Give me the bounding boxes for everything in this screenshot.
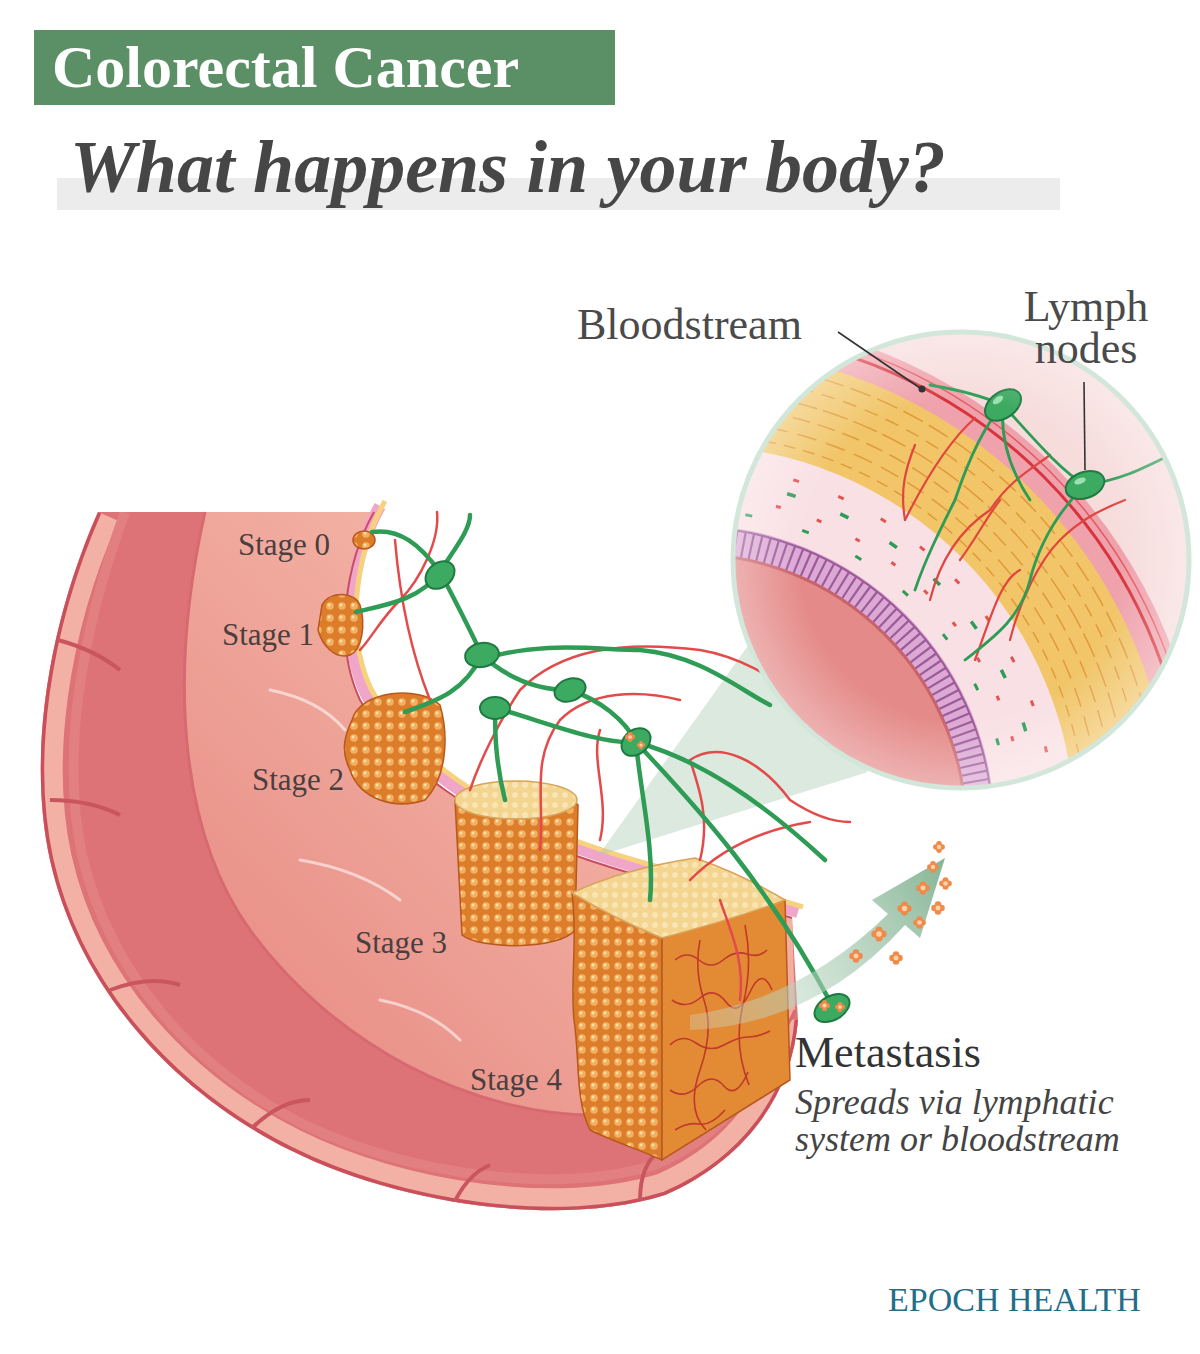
lymph-node xyxy=(551,674,589,706)
bloodstream-line xyxy=(182,322,1198,1338)
tumour-stage-1 xyxy=(318,594,363,655)
colon xyxy=(41,501,803,1212)
haustral-fold xyxy=(250,1100,310,1130)
lymph-vessel xyxy=(636,742,825,860)
lens-rim xyxy=(733,332,1189,788)
colon-rim xyxy=(41,512,798,1212)
tumour-stage-4-top xyxy=(572,858,785,938)
outer-tissue xyxy=(730,330,1195,790)
lymph-node xyxy=(616,723,656,762)
title-banner: Colorectal Cancer xyxy=(34,30,615,105)
blood-vessel xyxy=(720,900,741,1000)
lymph-vessel xyxy=(636,742,651,900)
haustral-fold xyxy=(450,1165,490,1212)
lumen-sheen xyxy=(300,860,400,900)
cancer-cell xyxy=(835,1002,845,1012)
stage-label: Stage 0 xyxy=(238,529,330,560)
cancer-cell xyxy=(933,841,945,853)
cancer-cell xyxy=(939,877,952,890)
tumour-stage-2 xyxy=(344,693,445,804)
lumen-sheen xyxy=(270,690,345,730)
tumour-stage-3-top xyxy=(455,781,577,819)
lymph-node xyxy=(420,556,460,595)
stage-label: Stage 2 xyxy=(252,764,344,795)
texture-line xyxy=(670,1072,748,1094)
blood-vessel xyxy=(540,694,680,850)
metastasis-arrow xyxy=(690,841,952,1030)
lymph-vessel xyxy=(495,708,505,800)
cancer-cell xyxy=(637,741,645,749)
leader-line xyxy=(838,332,920,388)
cancer-cell xyxy=(897,901,911,915)
brand-mark: EPOCH HEALTH xyxy=(888,1283,1141,1317)
stage-label: Stage 1 xyxy=(222,619,314,650)
tumour-stage-4-cut xyxy=(662,900,790,1160)
blood-vessel xyxy=(597,730,603,840)
lymph-node xyxy=(463,640,501,670)
tumours xyxy=(318,531,790,1160)
metastasis-note: Spreads via lymphatic system or bloodstr… xyxy=(795,1084,1155,1158)
colon-body xyxy=(41,512,798,1210)
cancer-cell xyxy=(849,949,863,963)
callout-label: Bloodstream xyxy=(577,303,802,347)
stage-label: Stage 4 xyxy=(470,1064,562,1095)
lens-glass xyxy=(733,332,1189,788)
bloodstream-line xyxy=(190,330,1190,1330)
tumour-texture xyxy=(670,925,772,1130)
haustral-fold xyxy=(58,640,120,670)
wall-layers xyxy=(175,315,1200,1345)
cancer-cell xyxy=(916,881,930,895)
serosa xyxy=(175,315,1200,1345)
lymph-node xyxy=(480,697,510,719)
texture-line xyxy=(670,1031,770,1049)
texture-line xyxy=(675,950,767,965)
arrow-shape xyxy=(690,858,945,1030)
callout-label: Lymph nodes xyxy=(1011,286,1161,370)
haustral-fold xyxy=(50,800,120,815)
leader-line xyxy=(1084,382,1085,470)
cancer-cell xyxy=(871,926,886,941)
cancer-cell xyxy=(927,861,939,873)
metastasis-heading: Metastasis xyxy=(795,1031,981,1075)
colon-rim-band xyxy=(41,512,798,1210)
haustral-fold xyxy=(110,981,180,990)
cancer-cell xyxy=(931,901,945,915)
cancer-cell xyxy=(625,732,635,742)
blood-vessel xyxy=(690,752,850,860)
stage-label: Stage 3 xyxy=(355,927,447,958)
cancer-cell xyxy=(913,916,926,929)
cancer-cell xyxy=(819,1000,830,1011)
lumen-sheen xyxy=(380,1000,460,1040)
subtitle: What happens in your body? xyxy=(70,130,946,204)
magnified-wall xyxy=(175,315,1200,1345)
cancer-cell xyxy=(889,951,903,965)
texture-line xyxy=(675,1110,725,1130)
texture-line xyxy=(694,940,708,1130)
lymph-vessel xyxy=(495,708,636,742)
leader-dot xyxy=(919,386,926,393)
lymph-vessel xyxy=(480,648,770,706)
blood-vessel xyxy=(395,540,430,700)
colon-outer-edge xyxy=(41,512,798,1210)
